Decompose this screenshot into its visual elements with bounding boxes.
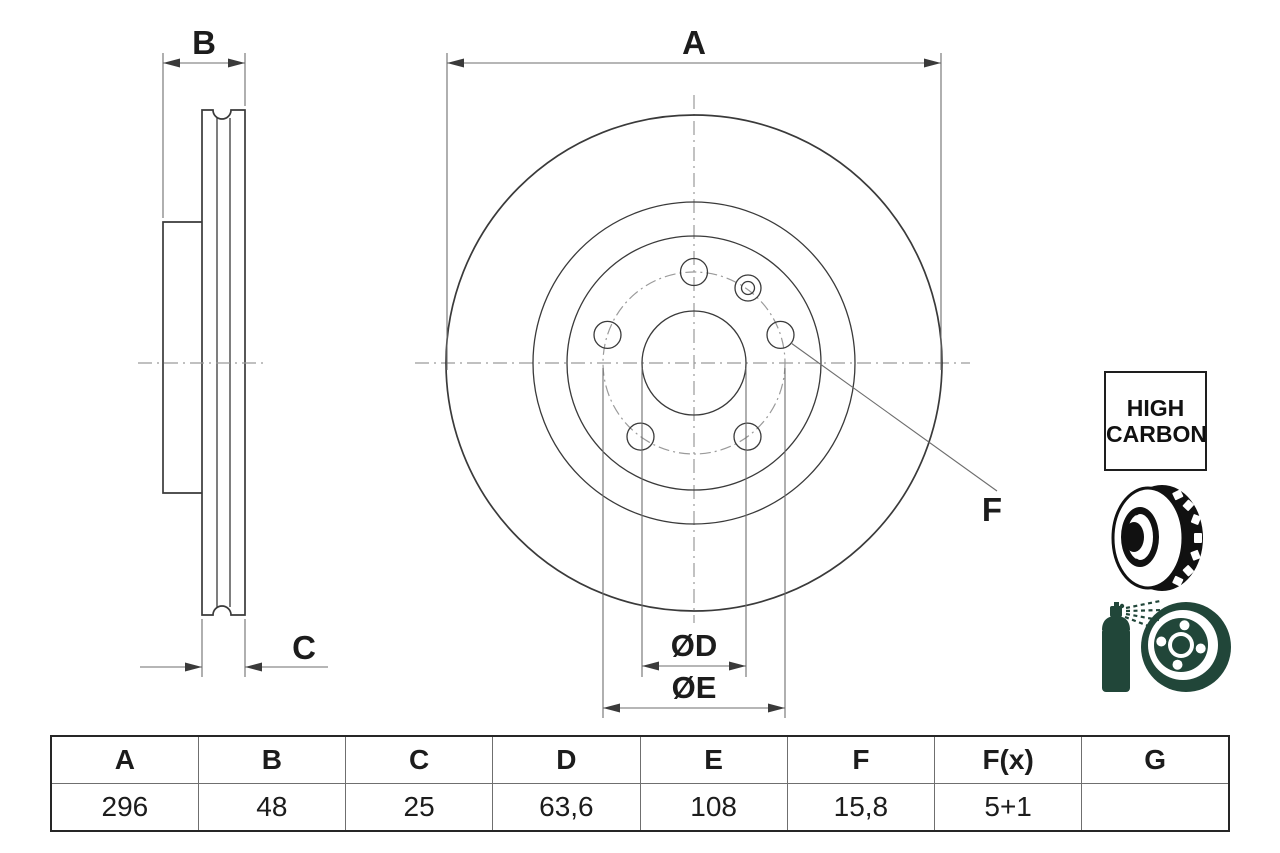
dimension-e: ØE <box>602 368 786 718</box>
spray-coated-disc-icon <box>1102 600 1231 692</box>
dimensions-table: A B C D E F F(x) G 296 48 25 63,6 108 15… <box>49 735 1231 832</box>
badge-line-2: CARBON <box>1106 421 1207 447</box>
disc-section-outline <box>201 109 246 616</box>
col-header: F <box>786 735 936 784</box>
dim-value: 5+1 <box>933 783 1083 832</box>
dim-value: 15,8 <box>786 783 936 832</box>
dim-label-f: F <box>982 491 1002 528</box>
front-view: F A ØD ØE <box>415 24 1002 718</box>
spray-can <box>1102 602 1130 692</box>
bolt-hole <box>593 320 622 350</box>
dim-label-b: B <box>192 24 216 61</box>
badge-line-1: HIGH <box>1126 395 1185 421</box>
col-header: A <box>49 735 199 784</box>
vent-slots <box>1172 489 1202 587</box>
side-view: B C <box>138 24 328 677</box>
outer-diameter-circle <box>445 114 943 612</box>
bolt-hole <box>766 320 795 350</box>
spray-mist <box>1124 600 1164 629</box>
col-header: D <box>492 735 641 784</box>
col-header: B <box>197 735 347 784</box>
dimension-c: C <box>140 619 328 677</box>
dim-label-e: ØE <box>672 670 717 705</box>
col-header: G <box>1081 735 1231 784</box>
locating-pin-hole <box>734 274 762 302</box>
vented-disc-icon <box>1111 485 1203 591</box>
friction-band-inner-circle <box>532 201 856 525</box>
hat-section-outline <box>162 221 202 494</box>
table-header-row: A B C D E F F(x) G <box>49 735 1231 784</box>
dim-value: 108 <box>639 783 788 832</box>
dim-value <box>1081 783 1231 832</box>
dimension-b: B <box>162 24 246 218</box>
dim-label-a: A <box>682 24 706 61</box>
col-header: F(x) <box>933 735 1083 784</box>
dim-value: 25 <box>344 783 494 832</box>
col-header: E <box>639 735 788 784</box>
bolt-holes <box>593 257 795 451</box>
bolt-hole <box>733 422 762 451</box>
dim-label-c: C <box>292 629 316 666</box>
col-header: C <box>344 735 494 784</box>
bolt-hole <box>679 257 709 287</box>
dim-value: 296 <box>49 783 199 832</box>
coated-disc <box>1141 602 1231 692</box>
bolt-hole <box>626 422 655 451</box>
hat-diameter-circle <box>566 235 822 491</box>
dim-value: 48 <box>197 783 347 832</box>
dimension-d: ØD <box>641 368 747 677</box>
center-bore-circle <box>641 310 747 416</box>
dim-label-d: ØD <box>671 628 718 663</box>
dimension-a: A <box>446 24 942 370</box>
bolt-circle-centerline <box>602 271 786 455</box>
high-carbon-badge: HIGH CARBON <box>1104 371 1207 471</box>
table-value-row: 296 48 25 63,6 108 15,8 5+1 <box>49 783 1231 832</box>
dimension-f: F <box>790 342 1002 528</box>
dim-value: 63,6 <box>492 783 641 832</box>
